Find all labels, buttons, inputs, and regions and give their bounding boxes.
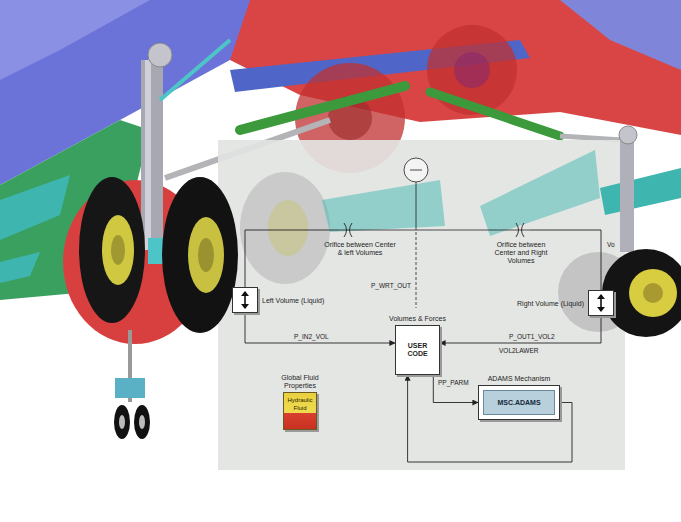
signal-label: P_OUT1_VOL2 xyxy=(508,333,556,341)
orifice-symbol xyxy=(510,222,530,238)
orifice-block: Orifice between Center and Right Volumes xyxy=(510,222,530,238)
signal-label: VOL2LAWER xyxy=(498,347,540,355)
arrow-head xyxy=(597,307,605,312)
block-text: Hydraulic Fluid xyxy=(284,393,316,429)
orifice-pipe xyxy=(338,230,358,231)
block-text: MSC.ADAMS xyxy=(483,390,555,415)
fluid-block: Global Fluid PropertiesHydraulic Fluid xyxy=(283,392,317,430)
volume-label: Right Volume (Liquid) xyxy=(517,300,584,308)
signal-line xyxy=(245,313,395,343)
signal-line xyxy=(408,375,572,462)
signal-label: Vo xyxy=(606,241,616,249)
arrow-head xyxy=(597,294,605,299)
signal-label: P_IN2_VOL xyxy=(293,333,330,341)
adams-block: ADAMS MechanismMSC.ADAMS xyxy=(478,385,560,420)
orifice-label: Orifice between Center & left Volumes xyxy=(324,241,396,257)
volume-symbol xyxy=(589,291,613,315)
block-title: ADAMS Mechanism xyxy=(488,375,551,383)
volume-block: Left Volume (Liquid) xyxy=(232,287,258,313)
volume-symbol xyxy=(233,288,257,312)
signal-line xyxy=(440,316,601,343)
user-code-block: Volumes & ForcesUSER CODE xyxy=(395,325,440,375)
volume-block: Right Volume (Liquid) xyxy=(588,290,614,316)
signal-line xyxy=(530,230,601,290)
arrow-head xyxy=(241,304,249,309)
orifice-block: Orifice between Center & left Volumes xyxy=(338,222,358,238)
signal-line xyxy=(433,375,478,403)
volume-label: Left Volume (Liquid) xyxy=(262,297,324,305)
signal-label: PP_PARM xyxy=(437,379,470,387)
signal-label: P_WRT_OUT xyxy=(370,282,412,290)
orifice-symbol xyxy=(338,222,358,238)
block-text: USER CODE xyxy=(396,326,439,374)
arrow-head xyxy=(241,291,249,296)
orifice-label: Orifice between Center and Right Volumes xyxy=(488,241,554,265)
block-title: Global Fluid Properties xyxy=(274,374,326,390)
block-title: Volumes & Forces xyxy=(389,315,446,323)
orifice-pipe xyxy=(510,230,530,231)
signal-line xyxy=(245,230,338,287)
